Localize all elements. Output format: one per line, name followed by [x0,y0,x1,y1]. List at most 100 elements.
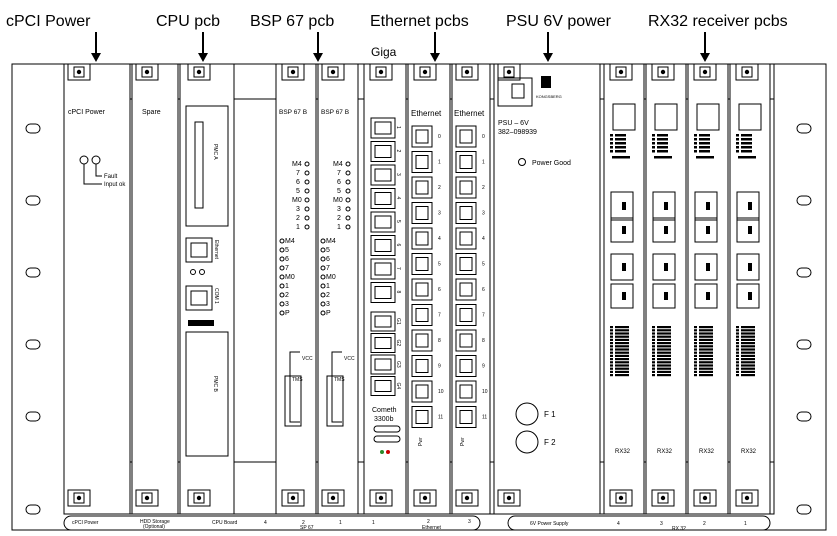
bsp2-title: BSP 67 B [321,109,349,116]
power-good-label: Power Good [532,160,571,167]
rx32-connector [610,253,634,281]
svg-text:3: 3 [326,301,330,308]
svg-text:7: 7 [326,265,330,272]
ethernet-port-label: 9 [482,364,485,370]
ethernet-port [411,253,433,275]
svg-text:M4: M4 [285,238,295,245]
ethernet-port [411,355,433,377]
svg-text:M4: M4 [292,161,302,168]
giga-port-label: 3 [395,173,401,176]
fuse-f1 [515,402,539,426]
fuse-f2-label: F 2 [544,438,556,447]
giga-status-led [380,450,384,454]
ethernet-port-label: 7 [482,313,485,319]
ethernet-port [455,125,477,148]
rx32-connector [736,217,760,243]
ethernet-port [411,406,433,428]
card-rx32: RX32 [603,63,645,515]
bottom-num-3: 1 [339,520,342,526]
card-cpu: PMC A Ethernet COM 1 PMC B [179,63,235,515]
svg-text:2: 2 [337,215,341,222]
svg-text:7: 7 [296,170,300,177]
card-psu-6v: KONGSBERG PSU – 6V 382–098939 Power Good… [493,63,601,515]
giga-gport-label: G3 [395,361,401,368]
giga-model: 3300b [374,416,394,423]
bsp1-title: BSP 67 B [279,109,307,116]
bottom-num-5: 2 [427,519,430,525]
com1-port [185,285,213,311]
bsp2-lower-leds: M4 5 6 7 M0 1 2 3 P [320,238,336,317]
input-ok-label: Input ok [104,182,126,188]
giga-port-label: 6 [395,244,401,247]
ethernet-port [455,380,477,403]
giga-brand: Cometh [372,407,397,414]
rx32-connector [652,283,676,309]
svg-text:5: 5 [326,247,330,254]
giga-port [370,164,396,186]
rx32-connector [694,191,718,221]
svg-text:M4: M4 [326,238,336,245]
label-giga: Giga [371,45,397,59]
svg-text:2: 2 [326,292,330,299]
ethernet2-title: Ethernet [454,109,485,118]
bsp1-tms: TMS [292,377,303,383]
ethernet-port [411,278,433,301]
card-spare: Spare [131,63,179,515]
label-psu-6v-power: PSU 6V power [506,13,612,30]
svg-text:7: 7 [285,265,289,272]
giga-gport-label: G4 [395,383,401,390]
svg-text:M0: M0 [326,274,336,281]
giga-port [370,211,396,233]
cpu-ethernet-port [185,237,213,263]
bsp1-vcc: VCC [302,356,313,362]
giga-port-label: 7 [395,267,401,270]
rx32-connector [736,283,760,309]
svg-text:6: 6 [296,179,300,186]
spare-title: Spare [142,109,161,116]
ethernet-port-label: 6 [438,287,441,293]
card-cpci-power: cPCI Power Fault Input ok [63,63,131,515]
ethernet-port [411,329,433,352]
fault-label: Fault [104,174,118,180]
bottom-cpci-power: cPCI Power [72,520,99,526]
rx32-display [696,103,720,131]
rx32-connector [694,283,718,309]
svg-text:P: P [326,310,331,317]
card-rx32: RX32 [729,63,771,515]
ethernet-port-label: 3 [438,211,441,217]
kongsberg-logo [541,76,551,88]
ethernet-port-label: 1 [438,160,441,166]
ethernet-port [455,329,477,352]
svg-text:3: 3 [337,206,341,213]
label-cpci-power: cPCI Power [6,13,91,30]
ethernet-port [411,227,433,250]
rx32-connector [694,253,718,281]
ethernet-port-label: 0 [482,134,485,140]
giga-port-label: 8 [395,291,401,294]
psu-power-inlet [497,77,533,107]
cpu-ethernet-label: Ethernet [213,240,219,260]
svg-text:6: 6 [337,179,341,186]
cpu-usb-slot [188,320,214,326]
svg-text:2: 2 [296,215,300,222]
svg-text:1: 1 [285,283,289,290]
ethernet-port [455,151,477,173]
ethernet1-title: Ethernet [411,109,442,118]
svg-text:M0: M0 [285,274,295,281]
ethernet-port [455,278,477,301]
fuse-f1-label: F 1 [544,410,556,419]
pmc-b-slot [185,331,229,457]
ethernet1-pwr: Pwr [418,437,424,446]
card-rx32: RX32 [645,63,687,515]
rx32-connector [610,217,634,243]
ethernet-port [411,125,433,148]
giga-port [370,141,396,162]
rx32-connector [694,217,718,243]
